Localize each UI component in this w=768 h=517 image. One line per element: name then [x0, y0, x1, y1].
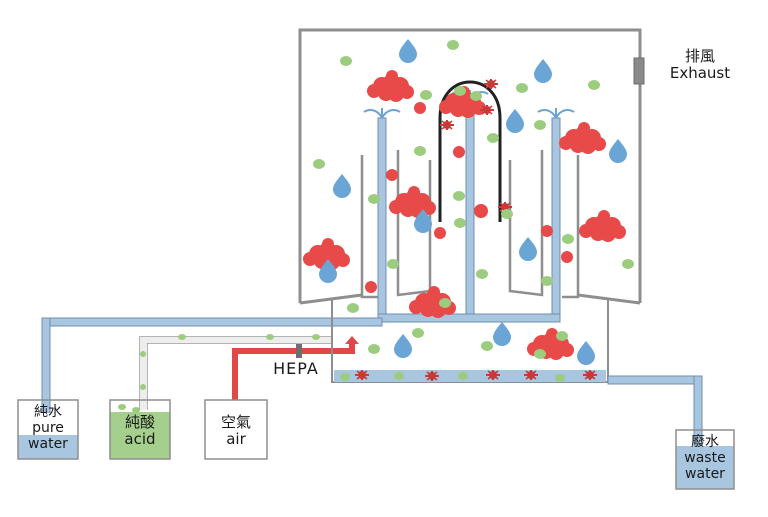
hepa-filter-icon: [296, 344, 302, 358]
waste-water-label-cn: 廢水: [691, 434, 719, 450]
waste-water-label-en2: water: [685, 466, 725, 483]
hepa-label: HEPA: [258, 360, 334, 378]
waste-water-label-en1: waste: [684, 450, 726, 467]
exhaust-label: 排風 Exhaust: [660, 48, 740, 81]
exhaust-label-en: Exhaust: [669, 63, 731, 82]
air-source-box: [204, 399, 268, 460]
pure-water-label-en2: water: [28, 436, 68, 453]
air-line: [232, 336, 359, 402]
pure-water-label-en1: pure: [32, 420, 64, 437]
waste-water-tank: [675, 429, 735, 490]
acid-tank: [109, 399, 171, 460]
acid-dot-icon: [118, 40, 634, 413]
pure-water-label: 純水 pure water: [18, 404, 78, 452]
spray-nozzle-icon: [537, 107, 575, 119]
waste-water-label: 廢水 waste water: [676, 434, 734, 482]
spray-nozzle-icon: [363, 107, 401, 119]
air-label-en: air: [226, 429, 246, 448]
air-label-cn: 空氣: [220, 413, 251, 431]
pure-water-tank: [17, 399, 79, 460]
acid-label-en: acid: [124, 429, 156, 448]
hepa-label-text: HEPA: [273, 359, 319, 378]
particle-small-icon: [365, 102, 573, 293]
inner-tank: [360, 150, 580, 299]
pure-water-label-cn: 純水: [34, 404, 62, 420]
process-chamber: [298, 28, 642, 305]
acid-label: 純酸 acid: [110, 414, 170, 447]
exhaust-label-cn: 排風: [684, 47, 715, 65]
acid-label-cn: 純酸: [124, 413, 155, 431]
exhaust-port-icon: [633, 57, 645, 85]
air-label: 空氣 air: [205, 414, 267, 447]
